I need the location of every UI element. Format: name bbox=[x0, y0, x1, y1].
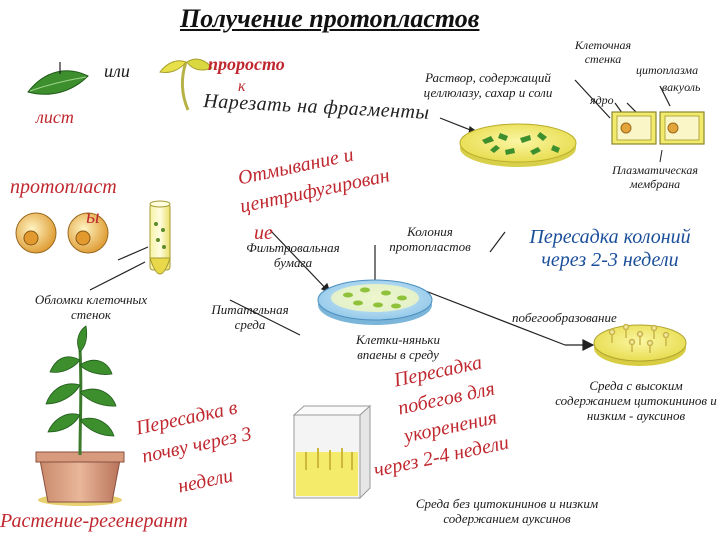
shoot-formation-label: побегообразование bbox=[512, 310, 617, 325]
high-cytokinin-medium-label: Среда с высоким содержанием цитокининов … bbox=[555, 378, 717, 423]
centrifuge-tube bbox=[149, 200, 171, 275]
vacuole-label: вакуоль bbox=[662, 80, 701, 94]
protoplast-cells bbox=[15, 212, 109, 254]
no-cytokinin-medium-label: Среда без цитокининов и низким содержани… bbox=[415, 496, 599, 526]
nucleus-label: ядро bbox=[590, 93, 614, 107]
wash-label-3: ие bbox=[254, 222, 273, 244]
leaf-label: лист bbox=[36, 107, 74, 127]
enzyme-solution-label: Раствор, содержащий целлюлазу, сахар и с… bbox=[423, 70, 553, 100]
medium-label: Питательная среда bbox=[211, 302, 289, 332]
sprout-label-2: к bbox=[238, 78, 246, 95]
petri-dish-fragments bbox=[459, 123, 577, 167]
petri-dish-shoots bbox=[593, 323, 687, 366]
sprout-label-1: проросто bbox=[208, 54, 285, 74]
nurse-cells-label: Клетки-няньки впаены в среду bbox=[356, 332, 440, 362]
or-label: или bbox=[104, 61, 130, 81]
sprout-icon bbox=[159, 58, 213, 111]
plasma-membrane-label: Плазматическая мембрана bbox=[612, 163, 698, 191]
protoplast-label-1: протопласт bbox=[10, 176, 117, 198]
transfer-colonies-label: Пересадка колоний через 2-3 недели bbox=[529, 226, 691, 271]
cell-wall-label: Клеточная стенка bbox=[574, 38, 632, 66]
regenerant-plant-label: Растение-регенерант bbox=[0, 510, 188, 532]
protoplast-label-2: ы bbox=[86, 206, 100, 228]
potted-plant bbox=[35, 325, 125, 506]
leaf-icon bbox=[27, 70, 89, 95]
petri-dish-colonies bbox=[317, 279, 433, 325]
filter-paper-label: Фильтровальная бумага bbox=[246, 240, 340, 270]
cytoplasm-label: цитоплазма bbox=[636, 63, 699, 77]
colony-label: Колония протопластов bbox=[389, 224, 471, 254]
plant-cell-diagram bbox=[611, 111, 705, 163]
debris-label: Обломки клеточных стенок bbox=[34, 292, 148, 322]
rooting-container bbox=[292, 404, 372, 500]
page-title: Получение протопластов bbox=[180, 4, 480, 33]
